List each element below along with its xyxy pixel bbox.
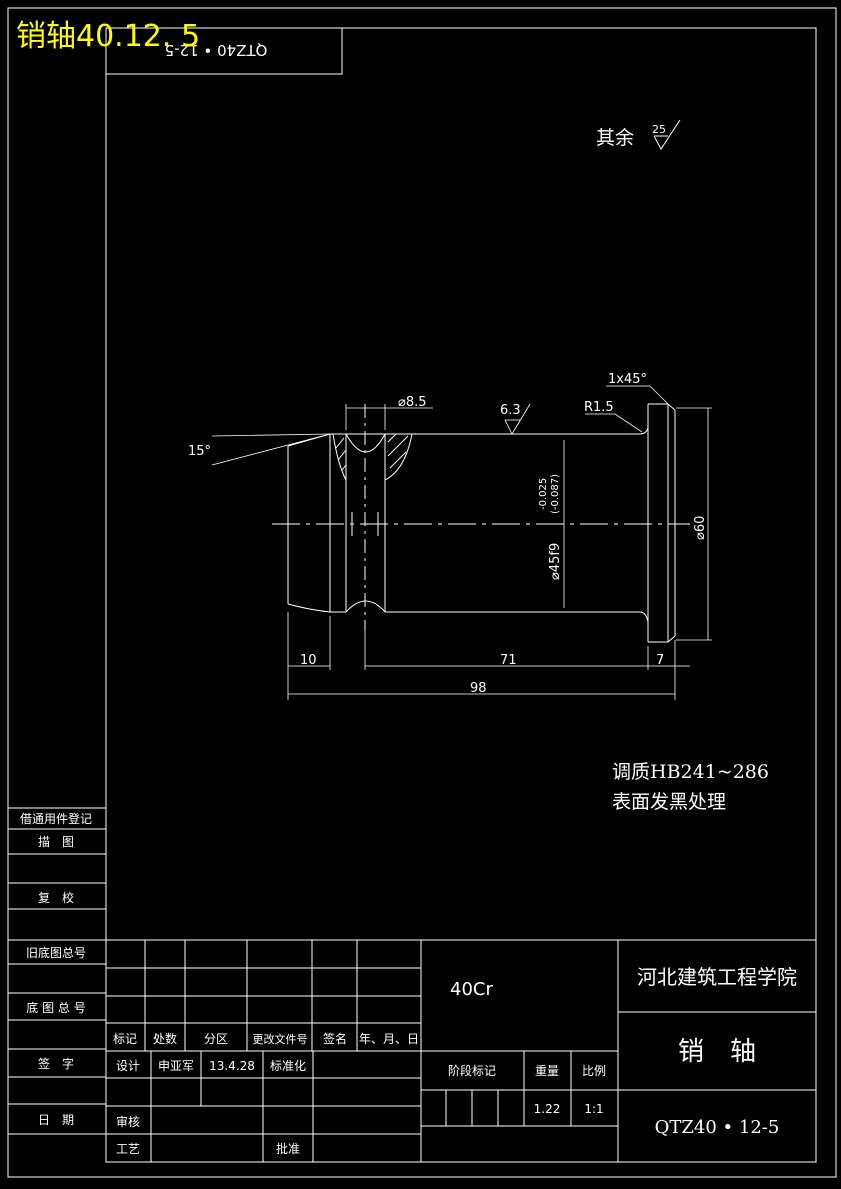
dim-head-dia: ⌀60 — [693, 516, 708, 540]
dim-shaft-dia: ⌀45f9 — [548, 543, 563, 580]
dimension-lines — [211, 385, 712, 700]
outer-border — [7, 7, 837, 1178]
label-check: 复 校 — [38, 890, 74, 905]
label-old-no: 旧底图总号 — [26, 945, 86, 960]
material: 40Cr — [450, 979, 493, 1000]
label-weight: 重量 — [535, 1064, 559, 1078]
weight-value: 1.22 — [534, 1102, 561, 1116]
roughness-value: 25 — [652, 123, 666, 136]
label-stage: 阶段标记 — [448, 1063, 496, 1078]
label-design: 设计 — [116, 1059, 140, 1073]
part-drawing — [272, 403, 690, 643]
header-zone: 分区 — [204, 1032, 228, 1046]
label-base-no: 底 图 总 号 — [26, 1000, 85, 1015]
roughness-label: 其余 — [596, 127, 634, 149]
label-date: 日 期 — [38, 1113, 74, 1127]
dim-shaft-tol-lower: (-0.087) — [550, 474, 561, 514]
dim-hole-dia: ⌀8.5 — [398, 395, 427, 410]
dim-shaft-tol-upper: -0.025 — [538, 478, 549, 510]
design-date: 13.4.28 — [209, 1059, 255, 1073]
dim-len-71: 71 — [500, 653, 517, 668]
dim-fillet: R1.5 — [584, 400, 614, 415]
label-register: 借通用件登记 — [20, 811, 92, 826]
dim-angle: 15° — [188, 444, 211, 459]
dim-chamfer: 1x45° — [608, 372, 647, 387]
header-count: 处数 — [153, 1031, 177, 1046]
header-change-doc: 更改文件号 — [253, 1032, 308, 1046]
note-surface: 表面发黑处理 — [612, 791, 726, 813]
title-block-grid — [105, 939, 817, 1163]
designer-name: 申亚军 — [158, 1059, 194, 1073]
label-sign: 签 字 — [38, 1056, 74, 1071]
dim-len-98: 98 — [470, 681, 487, 696]
dim-len-10: 10 — [300, 653, 317, 668]
general-roughness: 其余 25 — [596, 119, 681, 150]
note-heat-treat: 调质HB241~286 — [612, 761, 769, 783]
roughness-symbol-icon — [653, 119, 681, 150]
left-column-grid — [8, 807, 106, 1135]
overlay-title: 销轴40.12. 5 — [16, 19, 200, 54]
header-signature: 签名 — [323, 1031, 347, 1046]
label-approve: 批准 — [276, 1141, 300, 1156]
scale-value: 1:1 — [584, 1102, 603, 1116]
part-name: 销 轴 — [678, 1037, 756, 1067]
code-box — [105, 27, 343, 75]
label-process: 工艺 — [116, 1142, 140, 1156]
code-box-text: QTZ40 • 12-5 — [165, 41, 268, 59]
header-date: 年、月、日 — [359, 1032, 419, 1046]
label-scale: 比例 — [582, 1064, 606, 1078]
label-draw: 描 图 — [38, 835, 74, 849]
label-review: 审核 — [116, 1114, 140, 1129]
header-mark: 标记 — [113, 1032, 137, 1046]
dim-len-7: 7 — [656, 653, 664, 668]
label-standard: 标准化 — [270, 1059, 306, 1073]
drawing-number: QTZ40 • 12-5 — [655, 1117, 780, 1138]
school-name: 河北建筑工程学院 — [637, 965, 797, 989]
dim-roughness: 6.3 — [500, 403, 521, 418]
